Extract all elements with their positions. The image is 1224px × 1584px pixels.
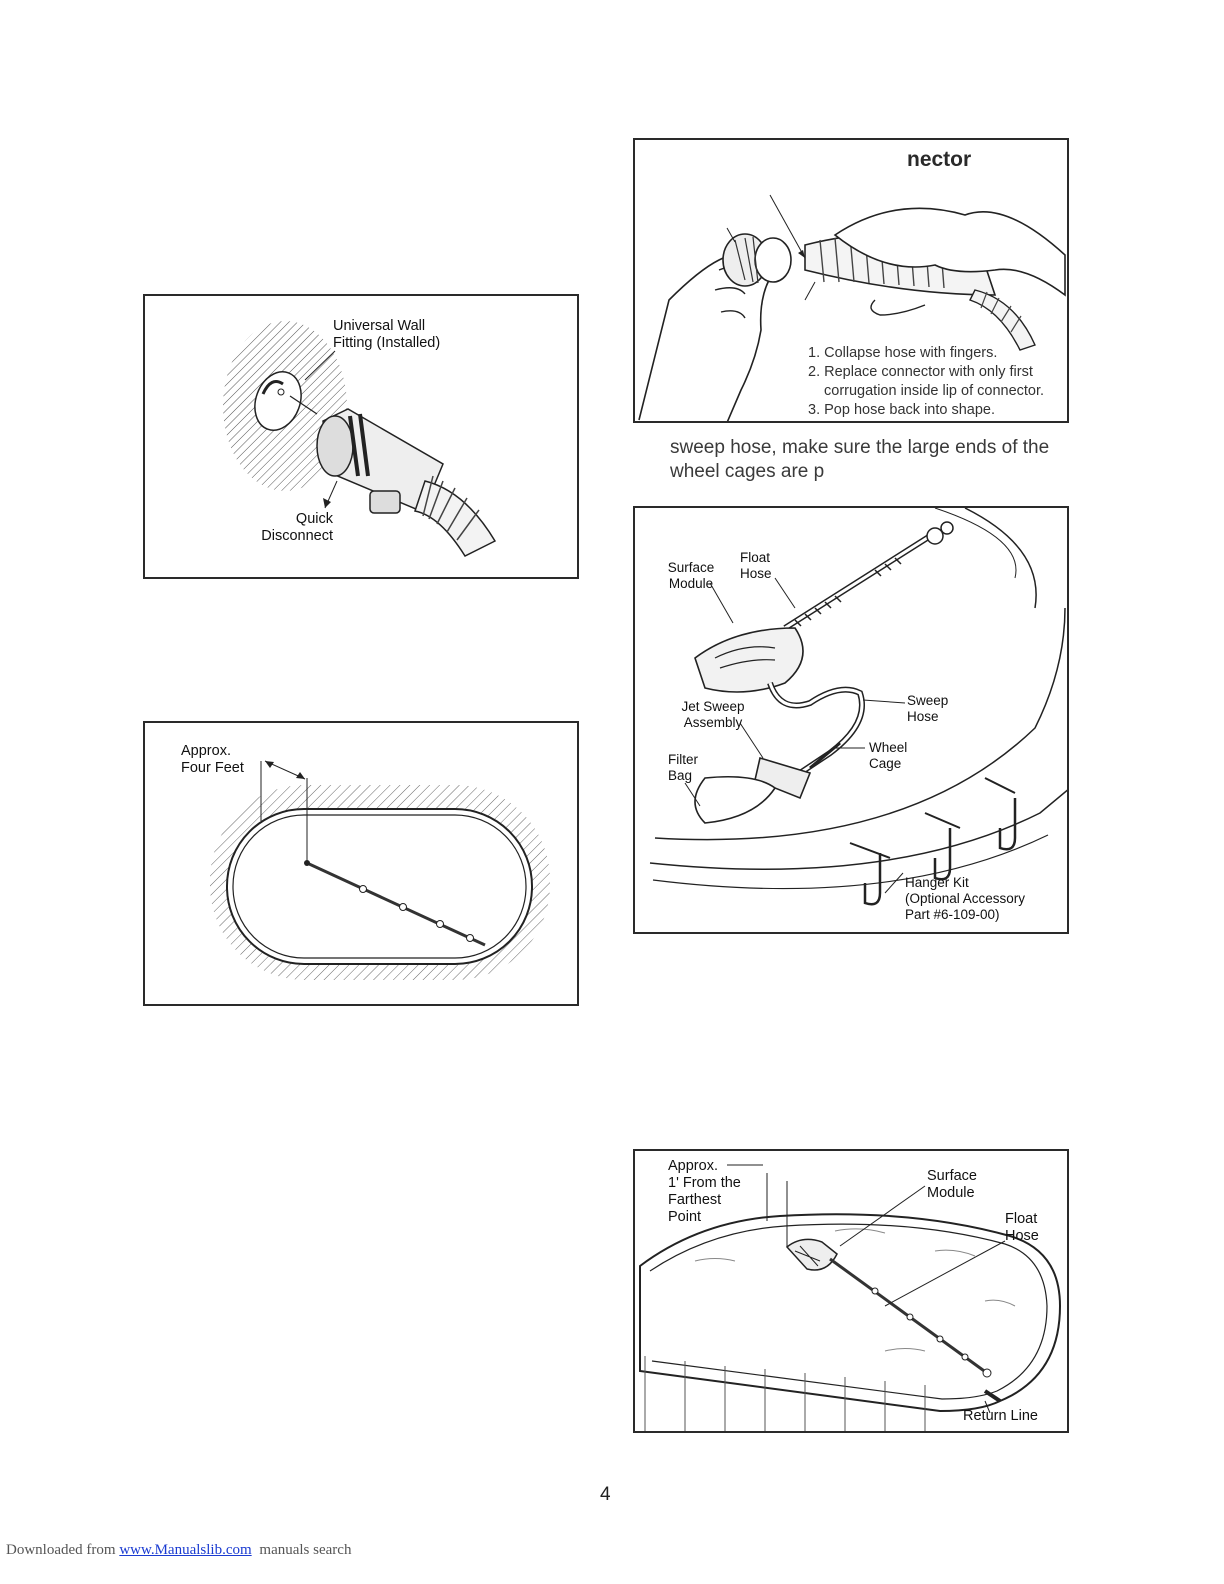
connector-steps: 1. Collapse hose with fingers. 2. Replac…	[808, 344, 1044, 420]
connector-hands-illustration	[638, 194, 1066, 421]
label-jet-sweep-assembly: Jet Sweep Assembly	[681, 699, 745, 730]
figure-connector: nector 1. Collapse hose with fingers. 2.…	[633, 138, 1069, 423]
connector-step-2-cont: corrugation inside lip of connector.	[824, 383, 1045, 399]
connector-step-3: 3. Pop hose back into shape.	[808, 402, 996, 418]
figure-wall-fitting: Universal Wall Fitting (Installed) Quick…	[143, 294, 579, 579]
label-float-hose-2: Float Hose	[1005, 1211, 1039, 1244]
footer: Downloaded from www.Manualslib.com manua…	[6, 1542, 351, 1559]
label-quick-disconnect: Quick Disconnect	[261, 511, 333, 544]
assembly-illustration	[649, 508, 1067, 906]
footer-prefix: Downloaded from	[6, 1542, 116, 1558]
connector-step-2: 2. Replace connector with only first	[808, 364, 1033, 380]
figure-pool-farthest: Approx. 1' From the Farthest Point Surfa…	[633, 1149, 1069, 1433]
body-paragraph: sweep hose, make sure the large ends of …	[670, 436, 1049, 484]
pool-four-feet-illustration	[210, 760, 550, 980]
body-line-1: sweep hose, make sure the large ends of …	[670, 437, 1050, 458]
wall-fitting-illustration	[223, 321, 497, 557]
label-wheel-cage: Wheel Cage	[869, 740, 908, 771]
label-sweep-hose: Sweep Hose	[907, 693, 949, 724]
label-universal-wall-fitting: Universal Wall Fitting (Installed)	[333, 318, 441, 351]
label-approx-four-feet: Approx. Four Feet	[181, 743, 244, 776]
page-number: 4	[600, 1484, 611, 1505]
label-return-line: Return Line	[963, 1408, 1038, 1424]
label-filter-bag: Filter Bag	[668, 752, 698, 783]
figure-pool-four-feet: Approx. Four Feet	[143, 721, 579, 1006]
label-hanger-kit: Hanger Kit (Optional Accessory Part #6-1…	[905, 875, 1026, 922]
figure-assembly: Surface Module Float Hose Jet Sweep Asse…	[633, 506, 1069, 934]
body-line-2: wheel cages are p	[670, 461, 825, 482]
pool-farthest-illustration	[639, 1164, 1062, 1431]
footer-link[interactable]: www.Manualslib.com	[119, 1542, 252, 1558]
connector-step-1: 1. Collapse hose with fingers.	[808, 345, 998, 361]
label-float-hose: Float Hose	[740, 550, 772, 581]
label-approx-farthest-point: Approx. 1' From the Farthest Point	[668, 1158, 741, 1225]
label-surface-module-2: Surface Module	[927, 1168, 977, 1201]
connector-heading: nector	[907, 148, 972, 171]
footer-suffix: manuals search	[259, 1542, 352, 1558]
label-surface-module: Surface Module	[667, 560, 715, 591]
